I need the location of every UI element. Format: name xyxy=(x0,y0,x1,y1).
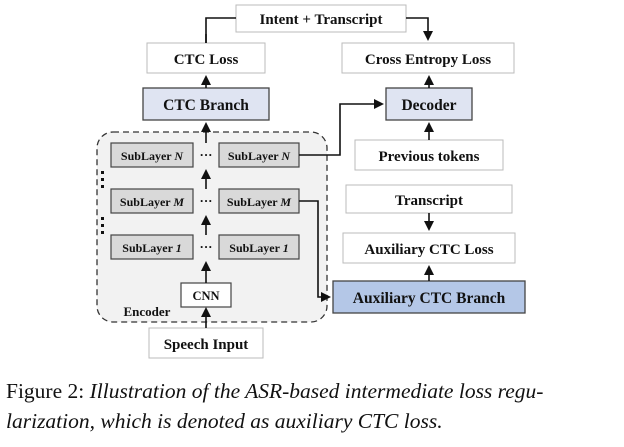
vertical-ellipsis-upper xyxy=(101,171,104,188)
ellipsis-m: ··· xyxy=(199,193,212,208)
speech-input-box xyxy=(148,327,264,359)
arrow-ctc-loss-to-intent xyxy=(205,17,236,43)
sublayer-index: M xyxy=(172,195,184,209)
sublayer-1-left xyxy=(110,234,194,260)
encoder-container xyxy=(96,131,328,323)
sublayer-word: SubLayer xyxy=(228,149,279,163)
sublayer-index: N xyxy=(173,149,184,163)
auxiliary-ctc-loss-label: Auxiliary CTC Loss xyxy=(364,242,493,258)
previous-tokens-box xyxy=(354,139,504,171)
figure-label: Figure 2: xyxy=(6,379,85,403)
caption-text: Illustration of the ASR-based intermedia… xyxy=(89,379,544,403)
cross-entropy-loss-box xyxy=(341,42,515,74)
ctc-loss-box xyxy=(146,42,266,74)
sublayer-word: SubLayer xyxy=(227,195,278,209)
transcript-box xyxy=(345,184,513,214)
arrow-intent-to-ce xyxy=(406,17,433,41)
svg-text:SubLayer N: SubLayer N xyxy=(121,149,184,163)
figure-caption: Figure 2: Illustration of the ASR-based … xyxy=(6,376,618,436)
svg-text:SubLayer 1: SubLayer 1 xyxy=(229,241,288,255)
sublayer-index: 1 xyxy=(176,241,182,255)
arrow-encoder-to-decoder xyxy=(299,99,384,156)
sublayer-word: SubLayer xyxy=(229,241,280,255)
vertical-ellipsis-lower xyxy=(101,217,104,234)
ellipsis-n: ··· xyxy=(199,147,212,162)
speech-input-label: Speech Input xyxy=(164,337,249,353)
arrow-sublayerm-to-aux-branch xyxy=(299,200,331,302)
decoder-label: Decoder xyxy=(401,97,456,114)
sublayer-index: N xyxy=(280,149,291,163)
svg-text:SubLayer N: SubLayer N xyxy=(228,149,291,163)
ellipsis-1: ··· xyxy=(199,239,212,254)
decoder-box xyxy=(385,87,473,121)
svg-text:SubLayer M: SubLayer M xyxy=(120,195,184,209)
cross-entropy-loss-label: Cross Entropy Loss xyxy=(365,52,491,68)
previous-tokens-label: Previous tokens xyxy=(379,149,480,165)
sublayer-n-right xyxy=(218,142,300,168)
svg-text:SubLayer M: SubLayer M xyxy=(227,195,291,209)
sublayer-index: M xyxy=(279,195,291,209)
svg-text:SubLayer 1: SubLayer 1 xyxy=(122,241,181,255)
sublayer-word: SubLayer xyxy=(121,149,172,163)
auxiliary-ctc-loss-box xyxy=(342,232,516,264)
arrows xyxy=(201,17,434,328)
auxiliary-ctc-branch-label: Auxiliary CTC Branch xyxy=(353,290,506,307)
cnn-label: CNN xyxy=(192,289,219,303)
sublayer-m-right xyxy=(218,188,300,214)
ctc-loss-label: CTC Loss xyxy=(174,52,239,68)
caption-text-2: larization, which is denoted as auxiliar… xyxy=(6,409,443,433)
sublayer-word: SubLayer xyxy=(122,241,173,255)
ctc-branch-label: CTC Branch xyxy=(163,97,249,114)
sublayer-word: SubLayer xyxy=(120,195,171,209)
sublayer-1-right xyxy=(218,234,300,260)
ctc-branch-box xyxy=(142,87,270,121)
intent-transcript-label: Intent + Transcript xyxy=(260,12,383,28)
sublayer-n-left xyxy=(110,142,194,168)
sublayer-index: 1 xyxy=(283,241,289,255)
encoder-label: Encoder xyxy=(124,304,171,319)
transcript-label: Transcript xyxy=(395,193,463,209)
asr-diagram: Encoder Intent + Transcript CTC Loss Cro… xyxy=(96,4,526,359)
sublayer-m-left xyxy=(110,188,194,214)
